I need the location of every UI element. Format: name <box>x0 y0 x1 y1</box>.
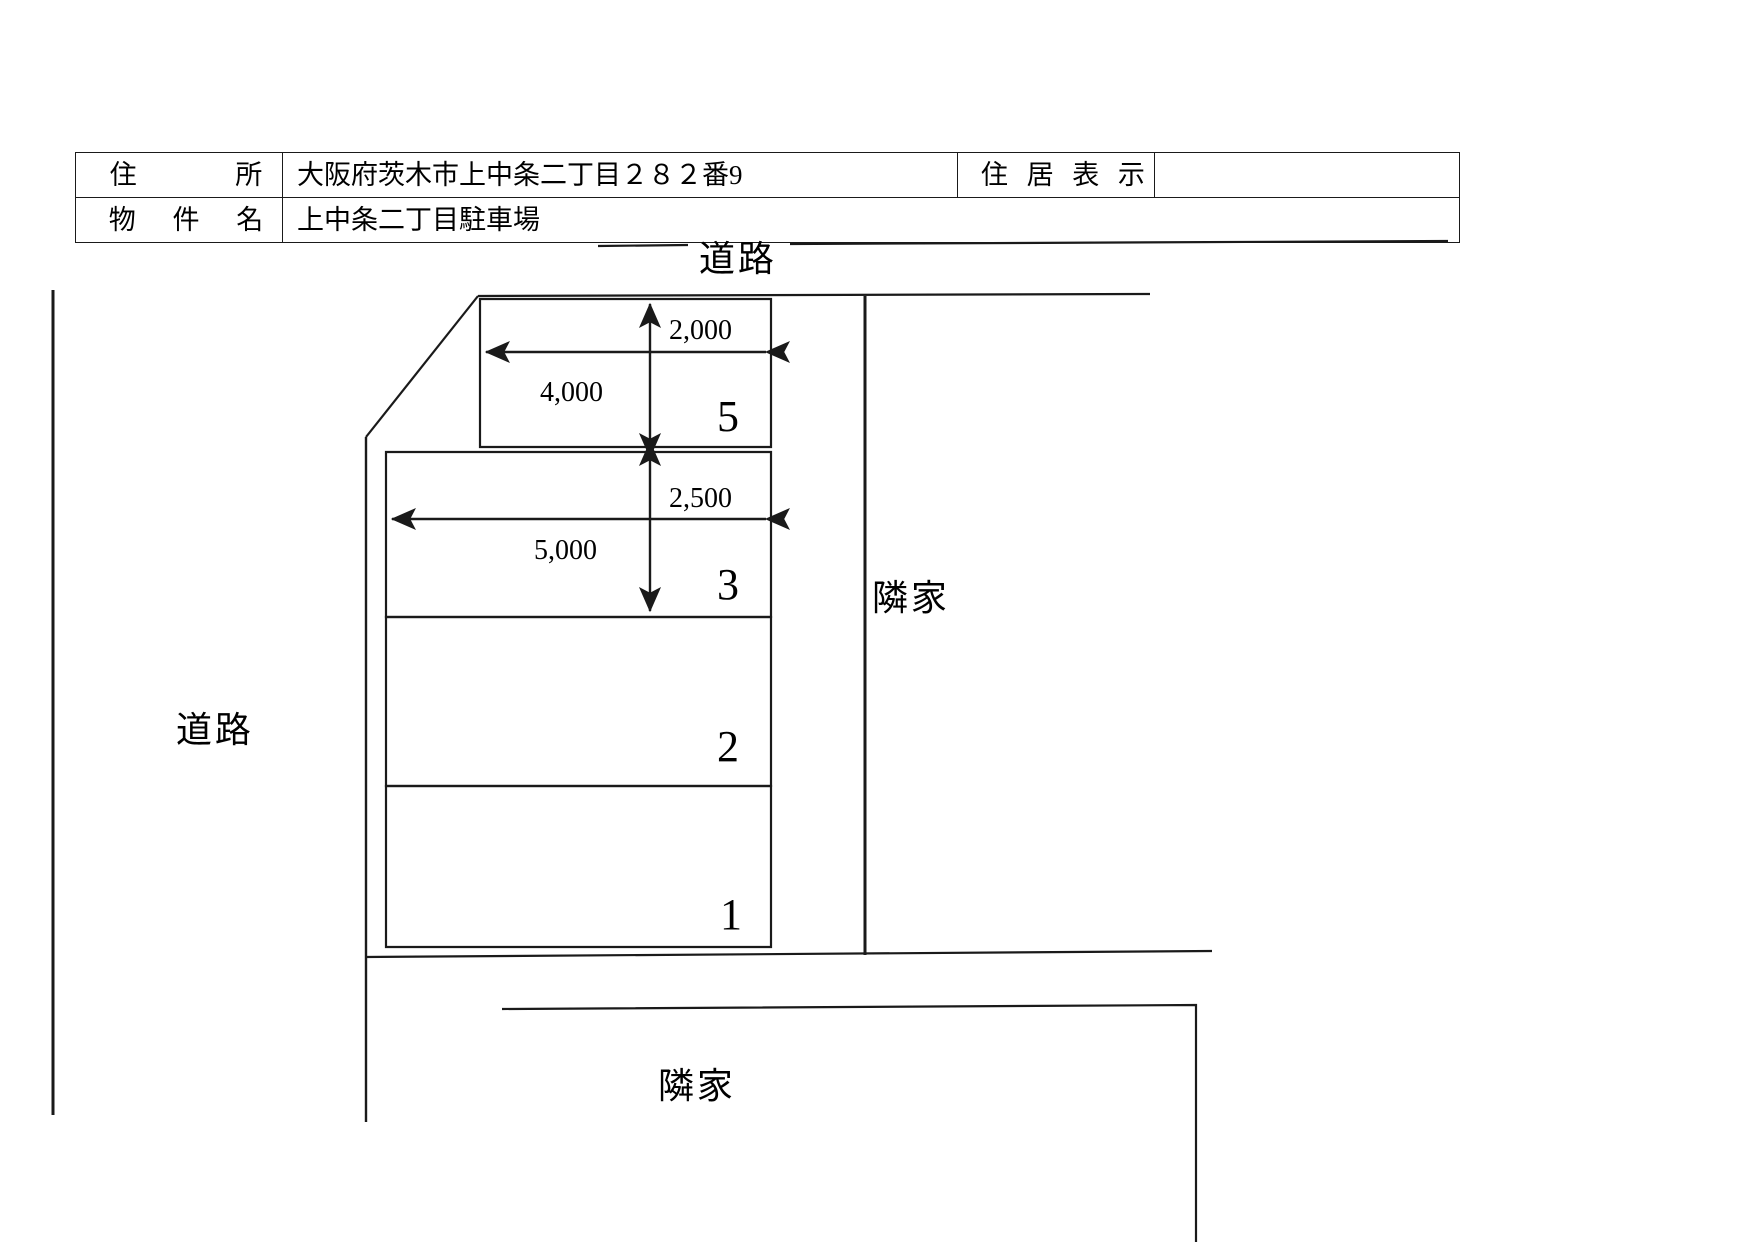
road-top-edge-right <box>789 239 1449 246</box>
dim-label-stall5-depth: 2,000 <box>669 315 732 346</box>
stall-number-3[interactable]: 3 <box>717 560 739 609</box>
dim-label-stall5-width: 4,000 <box>540 377 603 408</box>
road-top-edge-left <box>597 243 689 248</box>
stall-number-1[interactable]: 1 <box>720 890 742 939</box>
stall-outline-1 <box>384 784 773 949</box>
stall-number-2[interactable]: 2 <box>717 722 739 771</box>
neighbor-house-bottom-label: 隣家 <box>658 1066 736 1106</box>
site-corner-chamfer <box>365 295 479 438</box>
neighbor-house-right-label: 隣家 <box>872 578 950 618</box>
road-left-label: 道路 <box>176 710 254 750</box>
stall-number-5[interactable]: 5 <box>717 392 739 441</box>
address-value: 大阪府茨木市上中条二丁目２８２番9 <box>282 152 958 198</box>
property-name-value: 上中条二丁目駐車場 <box>282 197 1460 243</box>
stall-outline-2 <box>384 615 773 788</box>
stall-outline-5 <box>478 297 773 449</box>
residential-indication-label: 住 居 表 示 <box>957 152 1155 198</box>
address-label: 住 所 <box>75 152 283 198</box>
road-top-site-frontage <box>477 292 1151 298</box>
road-top-label: 道路 <box>699 239 777 279</box>
property-info-table: 住 所 大阪府茨木市上中条二丁目２８２番9 住 居 表 示 物 件 名 上中条二… <box>75 152 1460 243</box>
table-row-property-name: 物 件 名 上中条二丁目駐車場 <box>75 197 1460 243</box>
dim-label-stall3-depth: 2,500 <box>669 483 732 514</box>
neighbor-house-bottom-outline <box>501 1003 1198 1242</box>
site-south-boundary <box>365 949 1213 959</box>
dim-label-stall3-width: 5,000 <box>534 535 597 566</box>
property-name-label: 物 件 名 <box>75 197 283 243</box>
